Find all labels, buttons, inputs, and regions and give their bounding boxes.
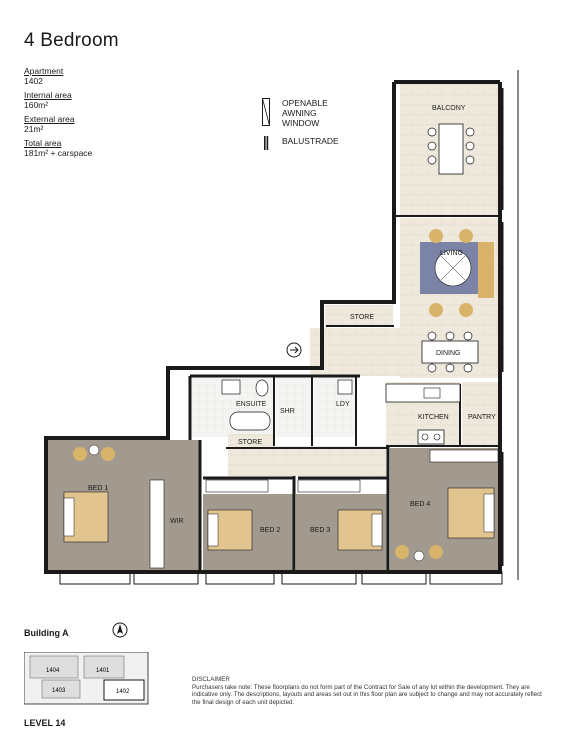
bed4-bed	[395, 487, 495, 562]
level-label: LEVEL 14	[24, 718, 66, 728]
bottom-windows	[59, 571, 503, 585]
bed1-bed	[63, 444, 115, 543]
disclaimer: DISCLAIMER Purchasers take note: These f…	[192, 676, 542, 706]
legend-window-line: AWNING	[282, 108, 317, 118]
spec-total-area: Total area 181m² + carspace	[24, 138, 92, 158]
windows	[500, 70, 519, 580]
room-label-ensuite: ENSUITE	[236, 401, 267, 408]
bed2-bed	[207, 509, 253, 551]
north-arrow-icon	[112, 622, 128, 638]
hall-floor	[228, 446, 388, 476]
spec-value: 21m²	[24, 124, 44, 134]
legend-window-line: OPENABLE	[282, 98, 328, 108]
room-label-store-mid: STORE	[238, 439, 262, 446]
room-label-balcony: BALCONY	[432, 105, 466, 112]
room-label-bed4: BED 4	[410, 501, 430, 508]
store-top-floor	[325, 305, 393, 327]
key-unit-1401: 1401	[96, 668, 110, 674]
spec-label: External area	[24, 114, 75, 124]
floor-plan: BALCONY LIVING DINING STORE ENSUITE SHR …	[44, 70, 519, 585]
room-label-wir: WIR	[170, 518, 184, 525]
dining-table	[421, 331, 479, 373]
room-label-living: LIVING	[440, 250, 463, 257]
balustrade-icon	[264, 136, 269, 150]
spec-label: Total area	[24, 138, 62, 148]
spec-internal-area: Internal area 160m²	[24, 90, 92, 110]
room-label-shr: SHR	[280, 408, 295, 415]
spec-apartment: Apartment 1402	[24, 66, 92, 86]
legend-window: OPENABLE AWNING WINDOW	[262, 98, 339, 128]
entry-arrow-icon	[286, 342, 302, 358]
disclaimer-body: Purchasers take note: These floorplans d…	[192, 683, 542, 706]
unit-specs: Apartment 1402 Internal area 160m² Exter…	[24, 66, 92, 162]
pantry-floor	[462, 382, 500, 446]
spec-value: 1402	[24, 76, 43, 86]
room-label-bed3: BED 3	[310, 527, 330, 534]
room-label-pantry: PANTRY	[468, 414, 496, 421]
spec-external-area: External area 21m²	[24, 114, 92, 134]
room-label-ldy: LDY	[336, 401, 350, 408]
room-label-kitchen: KITCHEN	[418, 414, 449, 421]
bed3-bed	[337, 509, 383, 551]
plan-legend: OPENABLE AWNING WINDOW BALUSTRADE	[262, 98, 339, 158]
store-mid-floor	[228, 434, 274, 448]
legend-window-line: WINDOW	[282, 118, 320, 128]
legend-balustrade-label: BALUSTRADE	[282, 136, 339, 146]
building-name: Building A	[24, 628, 69, 638]
kitchen-bench	[385, 383, 461, 445]
robes	[205, 449, 499, 493]
spec-value: 160m²	[24, 100, 49, 110]
spec-label: Internal area	[24, 90, 72, 100]
bath-fixtures	[221, 379, 353, 431]
entry-floor	[310, 328, 402, 376]
spec-value: 181m² + carspace	[24, 148, 93, 158]
room-label-dining: DINING	[436, 350, 461, 357]
key-unit-1403: 1403	[52, 688, 66, 694]
awning-window-icon	[262, 98, 270, 126]
spec-label: Apartment	[24, 66, 64, 76]
keyplan: 1404 1401 1403 1402	[24, 652, 149, 705]
living-furniture	[420, 229, 494, 317]
key-unit-1404: 1404	[46, 668, 60, 674]
balcony-table	[427, 123, 475, 175]
page-title: 4 Bedroom	[24, 30, 119, 51]
shr-floor	[276, 377, 312, 437]
room-label-store-top: STORE	[350, 314, 374, 321]
key-unit-1402: 1402	[116, 689, 130, 695]
disclaimer-heading: DISCLAIMER	[192, 676, 230, 683]
wir-robe	[149, 479, 165, 569]
room-label-bed1: BED 1	[88, 485, 108, 492]
room-label-bed2: BED 2	[260, 527, 280, 534]
legend-balustrade: BALUSTRADE	[262, 136, 339, 150]
